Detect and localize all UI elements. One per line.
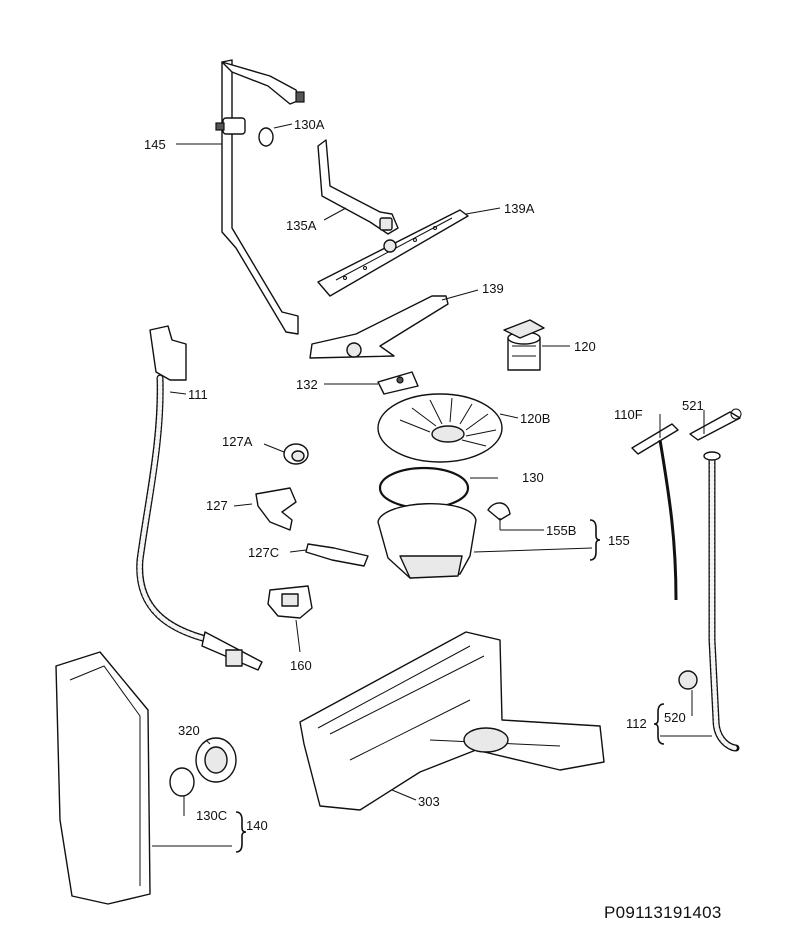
part-110F-rod[interactable]: [631, 423, 679, 601]
label-145: 145: [144, 137, 166, 152]
part-320-seal[interactable]: [195, 737, 237, 783]
part-130A-o-ring[interactable]: [258, 127, 274, 147]
label-127C: 127C: [248, 545, 279, 560]
label-112: 112: [626, 716, 647, 731]
label-139: 139: [482, 281, 504, 296]
label-140: 140: [246, 818, 268, 833]
part-132-clip[interactable]: [377, 371, 419, 395]
label-320: 320: [178, 723, 200, 738]
label-120: 120: [574, 339, 596, 354]
label-160: 160: [290, 658, 312, 673]
part-139-lower-spray-arm[interactable]: [309, 295, 449, 359]
label-155B: 155B: [546, 523, 576, 538]
label-130: 130: [522, 470, 544, 485]
part-120B-fine-filter[interactable]: [377, 393, 503, 463]
label-130A: 130A: [294, 117, 325, 132]
part-521-clip[interactable]: [689, 408, 742, 441]
part-155B-valve[interactable]: [487, 502, 511, 521]
diagram-code: P09113191403: [604, 903, 722, 922]
part-139A-upper-spray-arm[interactable]: [317, 209, 469, 297]
label-132: 132: [296, 377, 318, 392]
part-160-drain-pump[interactable]: [267, 585, 313, 619]
label-155: 155: [608, 533, 630, 548]
part-127-hose-connector[interactable]: [255, 487, 297, 531]
part-112-drain-hose[interactable]: [703, 451, 740, 752]
label-127: 127: [206, 498, 228, 513]
label-520: 520: [664, 710, 686, 725]
part-303-base-frame[interactable]: [299, 631, 605, 811]
part-520-clamp[interactable]: [678, 670, 698, 690]
part-130-sump-seal[interactable]: [378, 466, 470, 510]
label-110F: 110F: [614, 407, 643, 422]
label-521: 521: [682, 398, 704, 413]
part-120-water-softener[interactable]: [503, 319, 545, 371]
group-brackets: [235, 519, 665, 853]
leader-lines: [152, 123, 712, 847]
part-sump-housing: [377, 503, 477, 579]
label-120B: 120B: [520, 411, 550, 426]
part-127A-sleeve[interactable]: [283, 443, 309, 465]
label-303: 303: [418, 794, 440, 809]
label-130C: 130C: [196, 808, 227, 823]
part-111-inlet-hose[interactable]: [136, 325, 263, 671]
label-139A: 139A: [504, 201, 535, 216]
part-130C-ring[interactable]: [169, 767, 195, 797]
part-135A-arm-holder[interactable]: [317, 139, 399, 235]
label-127A: 127A: [222, 434, 253, 449]
label-135A: 135A: [286, 218, 317, 233]
part-145-upper-spray-pipe[interactable]: [215, 59, 305, 335]
part-127C-hose[interactable]: [305, 543, 369, 567]
part-140-door-panel[interactable]: [55, 651, 151, 905]
label-111: 111: [188, 387, 208, 402]
